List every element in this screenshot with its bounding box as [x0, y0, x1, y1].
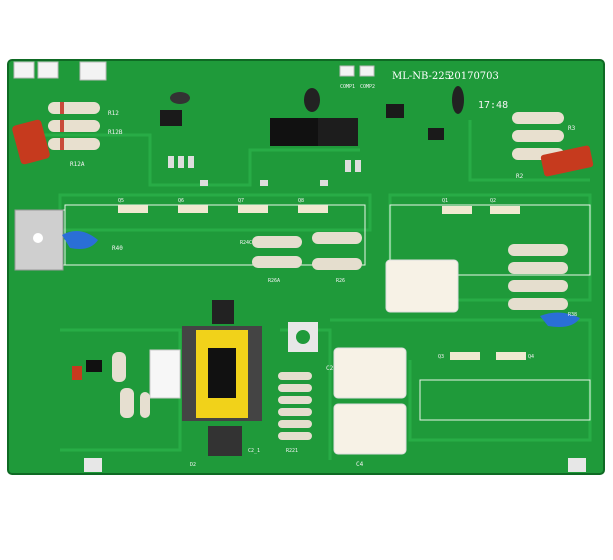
- label-comp2: COMP2: [360, 84, 375, 90]
- corner-pad-left: [84, 458, 102, 472]
- transistor-pads-row: [118, 205, 520, 214]
- connector-comp2: [359, 65, 375, 77]
- label-r221: R221: [286, 448, 298, 454]
- connector-comp: [339, 65, 355, 77]
- label-r12a: R12A: [70, 161, 85, 168]
- transformer-window: [208, 348, 236, 398]
- heatsink-bottom: [208, 426, 242, 456]
- label-r26: R26: [336, 278, 345, 284]
- smd-components: [168, 156, 361, 186]
- label-r38: R38: [568, 312, 577, 318]
- pcb-board-edge: [7, 59, 605, 475]
- board-date-label: 20170703: [448, 71, 499, 82]
- film-capacitor-top: [385, 259, 459, 313]
- label-q2: Q2: [490, 198, 496, 204]
- copper-traces: [18, 120, 592, 460]
- label-r12: R12: [108, 110, 119, 117]
- label-q7: Q7: [238, 198, 244, 204]
- label-q4: Q4: [528, 354, 534, 360]
- label-r24c: R24C: [240, 240, 252, 246]
- capacitor-blue-left: [62, 231, 98, 249]
- left-lower-components: [72, 352, 150, 418]
- board-stamp-label: 17:48: [478, 100, 508, 111]
- board-model-label: ML-NB-225: [392, 71, 451, 82]
- label-comp1: COMP1: [340, 84, 355, 90]
- label-r40: R40: [112, 245, 123, 252]
- connector-j3: [79, 61, 107, 81]
- connector-j1: [13, 61, 35, 79]
- heatsink-hole: [33, 233, 43, 243]
- capacitor-red-left: [12, 119, 50, 165]
- label-q5: Q5: [118, 198, 124, 204]
- film-capacitor-c2: [333, 347, 407, 399]
- top-connectors: [13, 61, 375, 81]
- resistor-bank-center: [252, 232, 362, 270]
- transformer-gate-top: [212, 300, 234, 324]
- capacitor-red-right: [540, 145, 594, 177]
- label-r3: R3: [568, 125, 576, 132]
- mounting-hole: [296, 330, 310, 344]
- transistor-pads-lower: [450, 352, 526, 360]
- corner-pad-right: [568, 458, 586, 472]
- resistor-bank-left: [48, 102, 100, 150]
- label-q8: Q8: [298, 198, 304, 204]
- ic-cluster-top: [160, 86, 464, 146]
- label-d2: D2: [190, 462, 196, 468]
- label-q3: Q3: [438, 354, 444, 360]
- capacitor-blue-right: [540, 312, 580, 327]
- white-relay-block: [149, 349, 181, 399]
- label-r2: R2: [516, 173, 524, 180]
- connector-j2: [37, 61, 59, 79]
- label-c2: C2: [326, 365, 334, 372]
- label-q1: Q1: [442, 198, 448, 204]
- resistor-bank-right: [508, 244, 568, 310]
- film-capacitor-c4: [333, 403, 407, 455]
- resistor-bank-lower: [278, 372, 312, 440]
- label-r26a: R26A: [268, 278, 280, 284]
- label-q6: Q6: [178, 198, 184, 204]
- label-c2-1: C2_1: [248, 448, 260, 454]
- label-c4: C4: [356, 461, 364, 468]
- label-r12b: R12B: [108, 129, 123, 136]
